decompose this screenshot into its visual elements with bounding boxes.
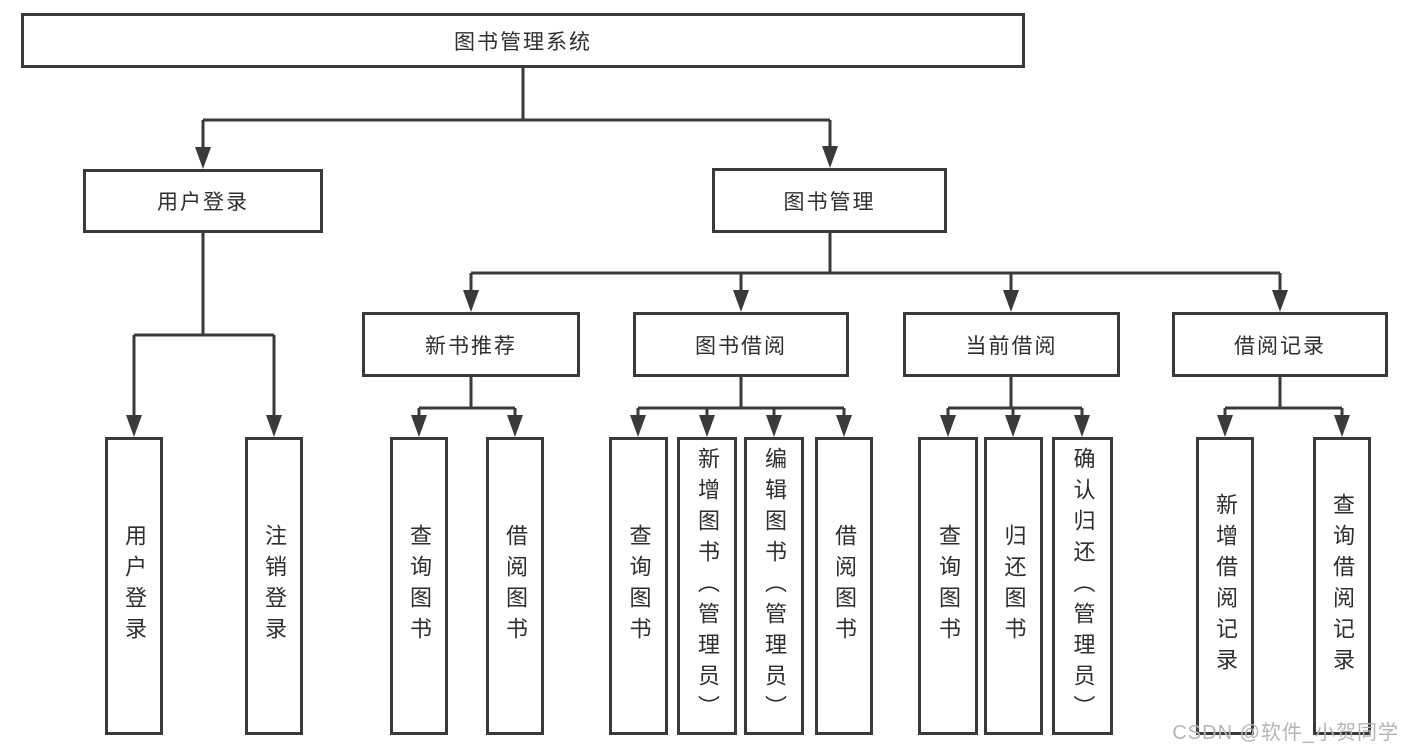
node-label: 用户登录 <box>157 191 249 214</box>
leaf-user-login: 用户登录 <box>105 437 163 735</box>
leaf-label: 查询图书 <box>936 524 961 648</box>
leaf-label: 新增借阅记录 <box>1213 493 1238 679</box>
leaf-borrow-books-recommend: 借阅图书 <box>486 437 544 735</box>
leaf-query-books-current: 查询图书 <box>918 437 978 735</box>
node-label: 借阅记录 <box>1234 334 1326 358</box>
leaf-label: 查询图书 <box>407 524 432 648</box>
node-label: 当前借阅 <box>965 334 1058 358</box>
leaf-label: 编辑图书（管理员） <box>762 446 787 726</box>
node-library-management-system: 图书管理系统 <box>21 13 1025 68</box>
leaf-label: 归还图书 <box>1001 524 1027 648</box>
leaf-label: 查询借阅记录 <box>1330 493 1355 679</box>
leaf-label: 确认归还（管理员） <box>1070 446 1096 726</box>
leaf-query-borrow-record: 查询借阅记录 <box>1313 437 1371 735</box>
node-label: 图书借阅 <box>695 334 787 358</box>
node-label: 图书管理系统 <box>454 30 592 54</box>
leaf-label: 注销登录 <box>262 524 287 648</box>
leaf-label: 新增图书（管理员） <box>695 446 720 726</box>
leaf-edit-books-admin: 编辑图书（管理员） <box>744 437 804 735</box>
leaf-add-books-admin: 新增图书（管理员） <box>677 437 737 735</box>
leaf-query-books-recommend: 查询图书 <box>390 437 448 735</box>
node-new-book-recommend: 新书推荐 <box>362 312 580 377</box>
leaf-logout: 注销登录 <box>245 437 303 735</box>
node-label: 图书管理 <box>783 190 876 214</box>
leaf-label: 借阅图书 <box>503 524 528 648</box>
leaf-label: 用户登录 <box>122 524 147 648</box>
node-label: 新书推荐 <box>425 334 517 358</box>
node-borrowing-records: 借阅记录 <box>1172 312 1388 377</box>
leaf-add-borrow-record: 新增借阅记录 <box>1196 437 1254 735</box>
node-book-management: 图书管理 <box>712 168 947 233</box>
node-book-borrowing: 图书借阅 <box>633 312 849 377</box>
leaf-query-books-borrowing: 查询图书 <box>609 437 668 735</box>
node-current-borrowing: 当前借阅 <box>903 312 1120 377</box>
leaf-return-books: 归还图书 <box>984 437 1043 735</box>
leaf-label: 查询图书 <box>626 524 652 648</box>
leaf-confirm-return-admin: 确认归还（管理员） <box>1052 437 1113 735</box>
leaf-borrow-books: 借阅图书 <box>815 437 873 735</box>
csdn-watermark: CSDN @软件_小贺同学 <box>1172 722 1399 744</box>
leaf-label: 借阅图书 <box>832 524 857 648</box>
node-user-login: 用户登录 <box>83 169 323 233</box>
